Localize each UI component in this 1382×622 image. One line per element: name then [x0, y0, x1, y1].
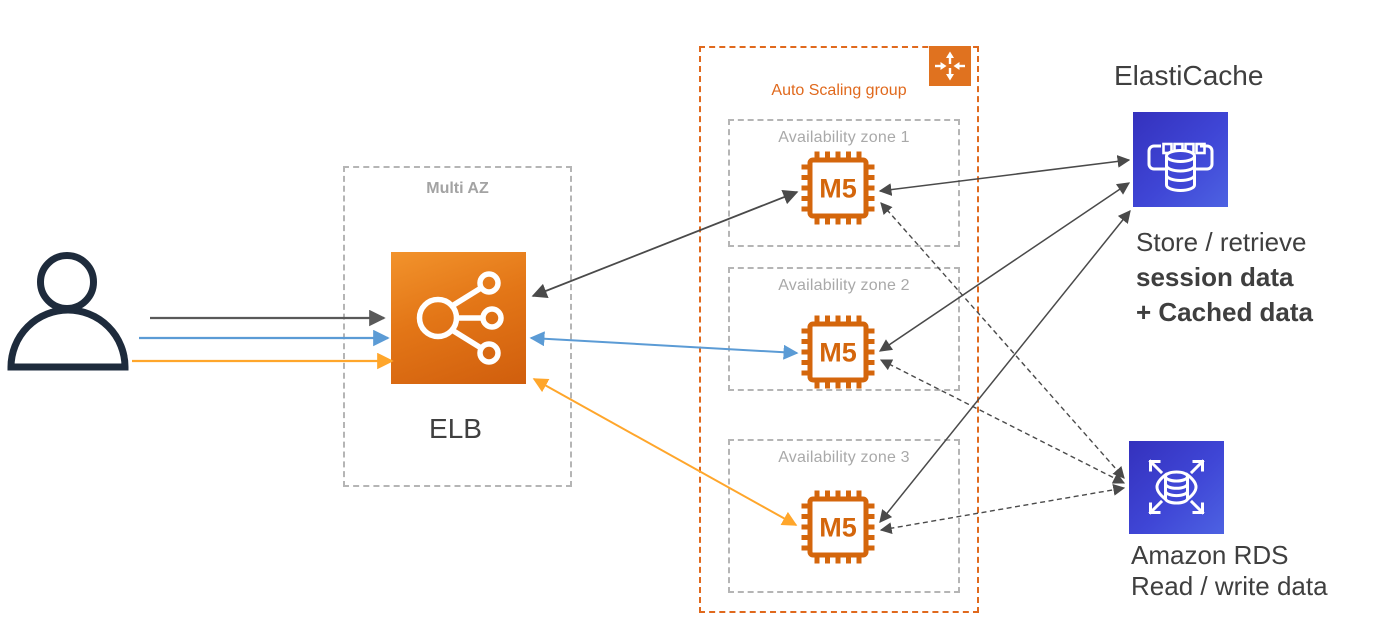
elasticache-title: ElastiCache: [1114, 60, 1264, 91]
autoscaling-icon: [929, 46, 971, 86]
rds-caption-line-2: Read / write data: [1131, 571, 1328, 601]
m5-instance-label-2: M5: [819, 338, 857, 368]
m5-instance-label-3: M5: [819, 513, 857, 543]
elasticache-caption-line-1: Store / retrieve: [1136, 227, 1307, 257]
load-balancer-glyph: [416, 271, 504, 365]
multi-az-container: Multi AZ: [343, 166, 572, 487]
availability-zone-1-label: Availability zone 1: [778, 129, 910, 146]
elasticache-icon: [1133, 112, 1228, 207]
elasticache-caption: Store / retrieve session data + Cached d…: [1136, 225, 1313, 330]
m5-instance-icon-3: M5: [801, 490, 875, 564]
person-icon: [7, 252, 129, 371]
rds-glyph: [1148, 459, 1205, 515]
elb-label: ELB: [429, 413, 482, 444]
rds-caption-line-1: Amazon RDS: [1131, 540, 1289, 570]
availability-zone-2-label: Availability zone 2: [778, 277, 910, 294]
elb-icon: [391, 252, 526, 384]
availability-zone-3-label: Availability zone 3: [778, 449, 910, 466]
elasticache-caption-line-2: session data: [1136, 262, 1294, 292]
m5-instance-label-1: M5: [819, 174, 857, 204]
autoscaling-group-label: Auto Scaling group: [771, 82, 907, 99]
elasticache-glyph: [1147, 142, 1214, 192]
m5-instance-icon-2: M5: [801, 315, 875, 389]
multi-az-label: Multi AZ: [426, 180, 489, 197]
rds-caption: Amazon RDS Read / write data: [1131, 540, 1328, 602]
elasticache-caption-line-3: + Cached data: [1136, 297, 1314, 327]
m5-instance-icon-1: M5: [801, 151, 875, 225]
rds-icon: [1129, 441, 1224, 534]
